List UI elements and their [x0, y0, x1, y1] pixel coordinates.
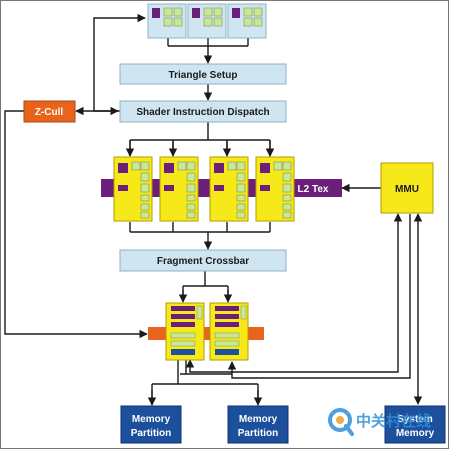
- memory-partition-2-box: [227, 405, 289, 444]
- system-memory-line1: System: [397, 414, 433, 425]
- pixel-shader-unit-1: [113, 156, 153, 222]
- memory-partition-1-line1: Memory: [132, 414, 171, 425]
- memory-partition-1-line2: Partition: [131, 428, 172, 439]
- memory-partition-2-line2: Partition: [238, 428, 279, 439]
- triangle-setup-box: [119, 63, 287, 85]
- system-memory-box: [384, 405, 446, 444]
- fragment-crossbar-label: Fragment Crossbar: [157, 256, 249, 267]
- vertex-shader-unit-2: [187, 3, 227, 39]
- z-cull-box: [23, 100, 76, 123]
- vertex-shader-unit-3: [227, 3, 267, 39]
- vertex-shader-unit-1: [147, 3, 187, 39]
- triangle-setup-label: Triangle Setup: [169, 70, 238, 81]
- watermark-logo: 中关村在线: [328, 408, 431, 436]
- connector-lines: [4, 13, 423, 406]
- rop-unit-1: [165, 302, 205, 361]
- memory-partition-1-box: [120, 405, 182, 444]
- rop-unit-2: [209, 302, 249, 361]
- pixel-shader-unit-3: [209, 156, 249, 222]
- z-cull-label: Z-Cull: [35, 107, 64, 118]
- shader-dispatch-box: [119, 100, 287, 123]
- memory-partition-2-line1: Memory: [239, 414, 278, 425]
- pixel-shader-unit-4: [255, 156, 295, 222]
- shader-dispatch-label: Shader Instruction Dispatch: [136, 107, 269, 118]
- fragment-crossbar-box: [119, 249, 287, 272]
- pixel-shader-unit-2: [159, 156, 199, 222]
- mmu-box: [380, 162, 434, 214]
- mmu-label: MMU: [395, 184, 419, 195]
- l2-tex-label: L2 Tex: [298, 184, 329, 195]
- system-memory-line2: Memory: [396, 428, 435, 439]
- watermark-text: 中关村在线: [356, 412, 431, 430]
